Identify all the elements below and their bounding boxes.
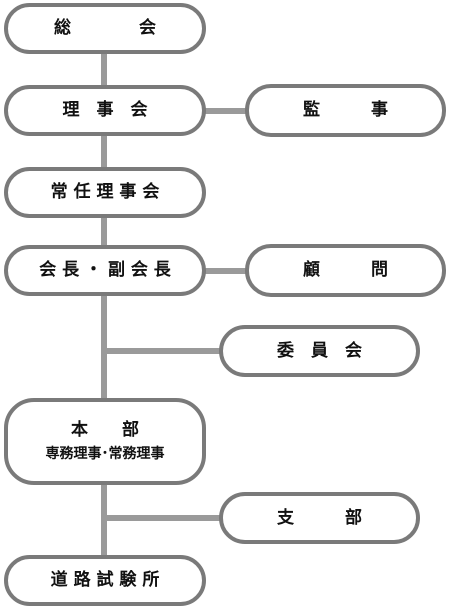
soukai-node: 総 会 — [4, 3, 206, 54]
shibu-connector — [104, 515, 222, 521]
iinkai-label: 委 員 会 — [277, 340, 362, 361]
kaicho-node: 会 長 ・ 副 会 長 — [4, 245, 206, 296]
shibu-node: 支 部 — [219, 492, 420, 544]
honbu-subtitle: 専務理事･常務理事 — [45, 446, 165, 462]
jonin-rijikai-label: 常 任 理 事 会 — [50, 182, 160, 202]
iinkai-connector — [104, 348, 222, 354]
kanji-label: 監 事 — [303, 100, 388, 120]
soukai-label: 総 会 — [54, 18, 156, 38]
komon-label: 顧 問 — [303, 260, 388, 280]
iinkai-node: 委 員 会 — [219, 325, 420, 377]
rijikai-node: 理 事 会 — [4, 85, 206, 136]
main-spine-connector — [101, 40, 107, 570]
kanji-node: 監 事 — [245, 84, 446, 137]
jonin-rijikai-node: 常 任 理 事 会 — [4, 167, 206, 218]
honbu-title: 本 部 — [71, 420, 139, 440]
shibu-label: 支 部 — [277, 507, 362, 528]
kaicho-label: 会 長 ・ 副 会 長 — [39, 260, 171, 280]
kanji-connector — [200, 108, 248, 114]
komon-node: 顧 問 — [245, 244, 446, 297]
komon-connector — [205, 268, 248, 274]
rijikai-label: 理 事 会 — [62, 100, 148, 120]
honbu-node: 本 部 専務理事･常務理事 — [4, 398, 206, 485]
doro-shikensho-label: 道 路 試 験 所 — [50, 570, 160, 590]
doro-shikensho-node: 道 路 試 験 所 — [4, 555, 206, 606]
